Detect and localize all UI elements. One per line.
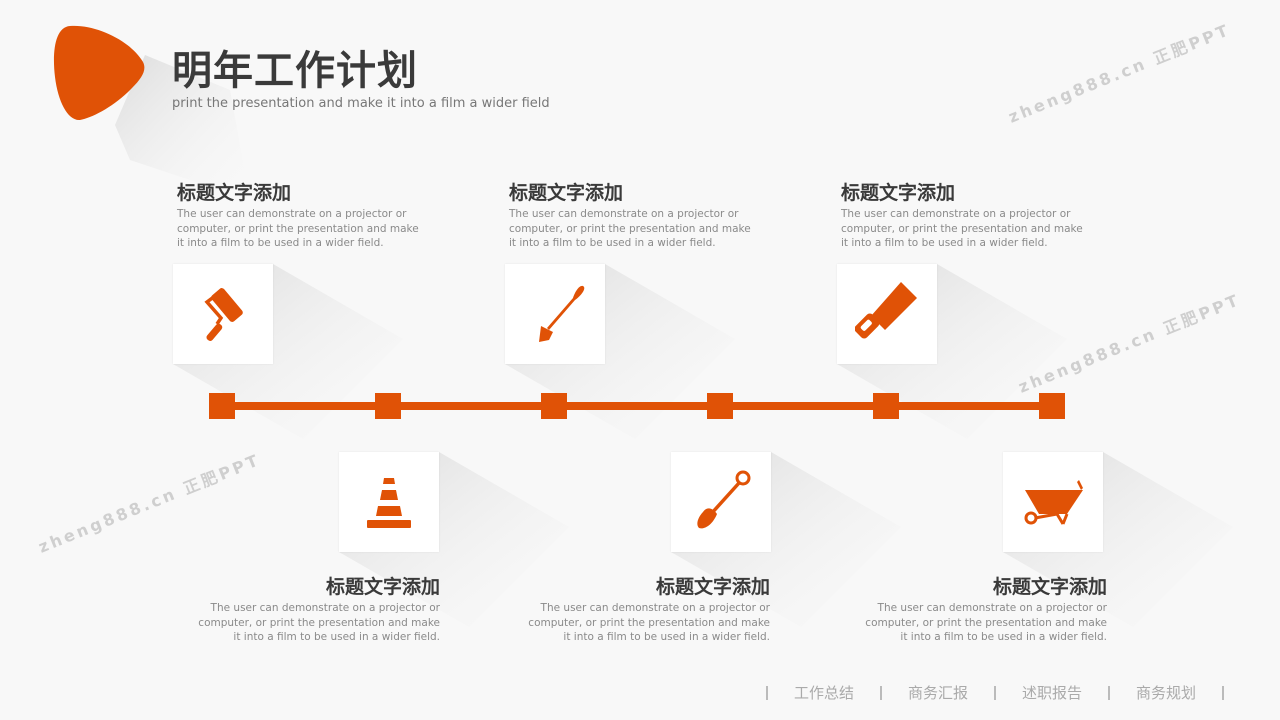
icon-card — [837, 264, 937, 364]
divider — [1108, 685, 1111, 700]
divider — [994, 685, 997, 700]
item-body: The user can demonstrate on a projector … — [528, 602, 770, 643]
timeline-node — [1039, 393, 1065, 419]
item-heading: 标题文字添加 — [325, 576, 440, 598]
footer-link[interactable]: 商务汇报 — [908, 684, 969, 702]
item-heading: 标题文字添加 — [655, 576, 770, 598]
item-body: The user can demonstrate on a projector … — [865, 602, 1107, 643]
traffic-cone-icon — [367, 478, 411, 528]
item-heading: 标题文字添加 — [509, 182, 624, 204]
item-body: The user can demonstrate on a projector … — [509, 208, 751, 249]
paint-roller-icon — [204, 288, 243, 342]
item-heading: 标题文字添加 — [992, 576, 1107, 598]
timeline-node — [873, 393, 899, 419]
logo-shape — [53, 25, 145, 121]
timeline-node — [541, 393, 567, 419]
timeline-line — [209, 402, 1065, 410]
hand-saw-icon — [855, 282, 917, 339]
icon-card — [1003, 452, 1103, 552]
divider — [1222, 685, 1225, 700]
item-body: The user can demonstrate on a projector … — [841, 208, 1083, 249]
page-title: 明年工作计划 — [172, 48, 418, 94]
timeline-node — [209, 393, 235, 419]
footer-link[interactable]: 工作总结 — [794, 684, 855, 702]
timeline-node — [375, 393, 401, 419]
logo-shadow — [115, 55, 250, 200]
wheelbarrow-icon — [1024, 480, 1083, 525]
item-heading: 标题文字添加 — [841, 182, 956, 204]
item-heading: 标题文字添加 — [177, 182, 292, 204]
icon-card — [671, 452, 771, 552]
divider — [766, 685, 768, 700]
footer-link[interactable]: 述职报告 — [1022, 684, 1083, 702]
icon-card — [339, 452, 439, 552]
divider — [880, 685, 883, 700]
icon-card — [173, 264, 273, 364]
item-body: The user can demonstrate on a projector … — [198, 602, 440, 643]
icon-card — [505, 264, 605, 364]
shovel-icon — [697, 470, 751, 529]
trowel-icon — [539, 285, 585, 342]
page-subtitle: print the presentation and make it into … — [172, 96, 550, 111]
footer-nav: 工作总结 商务汇报 述职报告 商务规划 — [740, 682, 1250, 703]
timeline-node — [707, 393, 733, 419]
footer-link[interactable]: 商务规划 — [1136, 684, 1197, 702]
item-body: The user can demonstrate on a projector … — [177, 208, 419, 249]
